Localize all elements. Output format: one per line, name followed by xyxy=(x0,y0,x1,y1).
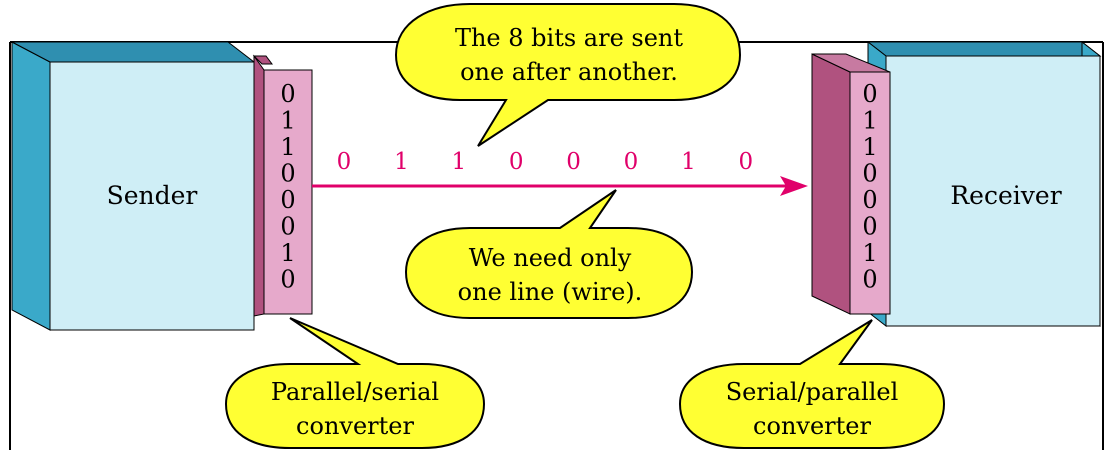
left-converter-bit: 0 xyxy=(280,186,295,214)
left-converter-bit: 0 xyxy=(280,266,295,294)
wire-bit: 0 xyxy=(337,149,352,175)
receiver-box: Receiver xyxy=(866,40,1102,328)
sender-side xyxy=(11,41,51,331)
wire-bit: 0 xyxy=(509,149,524,175)
wire-bit: 0 xyxy=(566,149,581,175)
sender-label: Sender xyxy=(107,181,198,210)
receiver-top xyxy=(866,41,1102,57)
left-converter-bit: 1 xyxy=(280,239,295,267)
wire-bit: 1 xyxy=(681,149,696,175)
left-converter-bit: 0 xyxy=(280,80,295,108)
wire-bit: 0 xyxy=(738,149,753,175)
left-converter-bit: 1 xyxy=(280,107,295,135)
right-converter-bit: 0 xyxy=(862,186,877,214)
sender-box: Sender xyxy=(11,41,256,331)
left-converter-top xyxy=(252,55,273,65)
right-converter-bit: 0 xyxy=(862,80,877,108)
callout-left-bottom-line1: Parallel/serial xyxy=(271,378,439,406)
wire-arrowhead xyxy=(780,176,808,196)
callout-middle-line1: We need only xyxy=(469,244,632,272)
callout-middle-bubble xyxy=(404,189,694,319)
left-converter-bit: 1 xyxy=(280,133,295,161)
callout-right-bottom: Serial/parallel converter xyxy=(678,319,946,449)
callout-left-bottom-line2: converter xyxy=(296,412,414,440)
right-converter-bit: 1 xyxy=(862,107,877,135)
wire-bit: 0 xyxy=(624,149,639,175)
sender-top xyxy=(11,41,256,63)
callout-right-bottom-line2: converter xyxy=(753,412,871,440)
callout-top-line1: The 8 bits are sent xyxy=(455,24,683,52)
callout-left-bottom: Parallel/serial converter xyxy=(224,317,486,449)
callout-top-bubble xyxy=(394,3,742,147)
callout-top: The 8 bits are sent one after another. xyxy=(394,3,742,147)
left-converter-bit: 0 xyxy=(280,213,295,241)
right-converter-bit: 0 xyxy=(862,213,877,241)
callout-right-bottom-bubble xyxy=(678,319,946,449)
wire-bit: 1 xyxy=(451,149,466,175)
right-converter-bit: 0 xyxy=(862,266,877,294)
wire-bit: 1 xyxy=(394,149,409,175)
left-converter-side xyxy=(253,54,265,317)
receiver-face xyxy=(885,55,1101,327)
right-converter-bit: 1 xyxy=(862,133,877,161)
receiver-label: Receiver xyxy=(950,181,1061,210)
sender-face xyxy=(49,61,255,331)
callout-left-bottom-bubble xyxy=(224,317,486,449)
callout-middle-line2: one line (wire). xyxy=(458,278,643,306)
wire-bits: 0 1 1 0 0 0 1 0 xyxy=(337,149,753,175)
left-converter-bit: 0 xyxy=(280,160,295,188)
right-converter-bit: 0 xyxy=(862,160,877,188)
right-converter-bit: 1 xyxy=(862,239,877,267)
callout-middle: We need only one line (wire). xyxy=(404,189,694,319)
wire: 0 1 1 0 0 0 1 0 xyxy=(312,149,808,196)
right-converter-side xyxy=(811,53,851,315)
callout-right-bottom-line1: Serial/parallel xyxy=(726,378,899,406)
callout-top-line2: one after another. xyxy=(460,58,678,86)
right-converter-face xyxy=(849,71,891,315)
